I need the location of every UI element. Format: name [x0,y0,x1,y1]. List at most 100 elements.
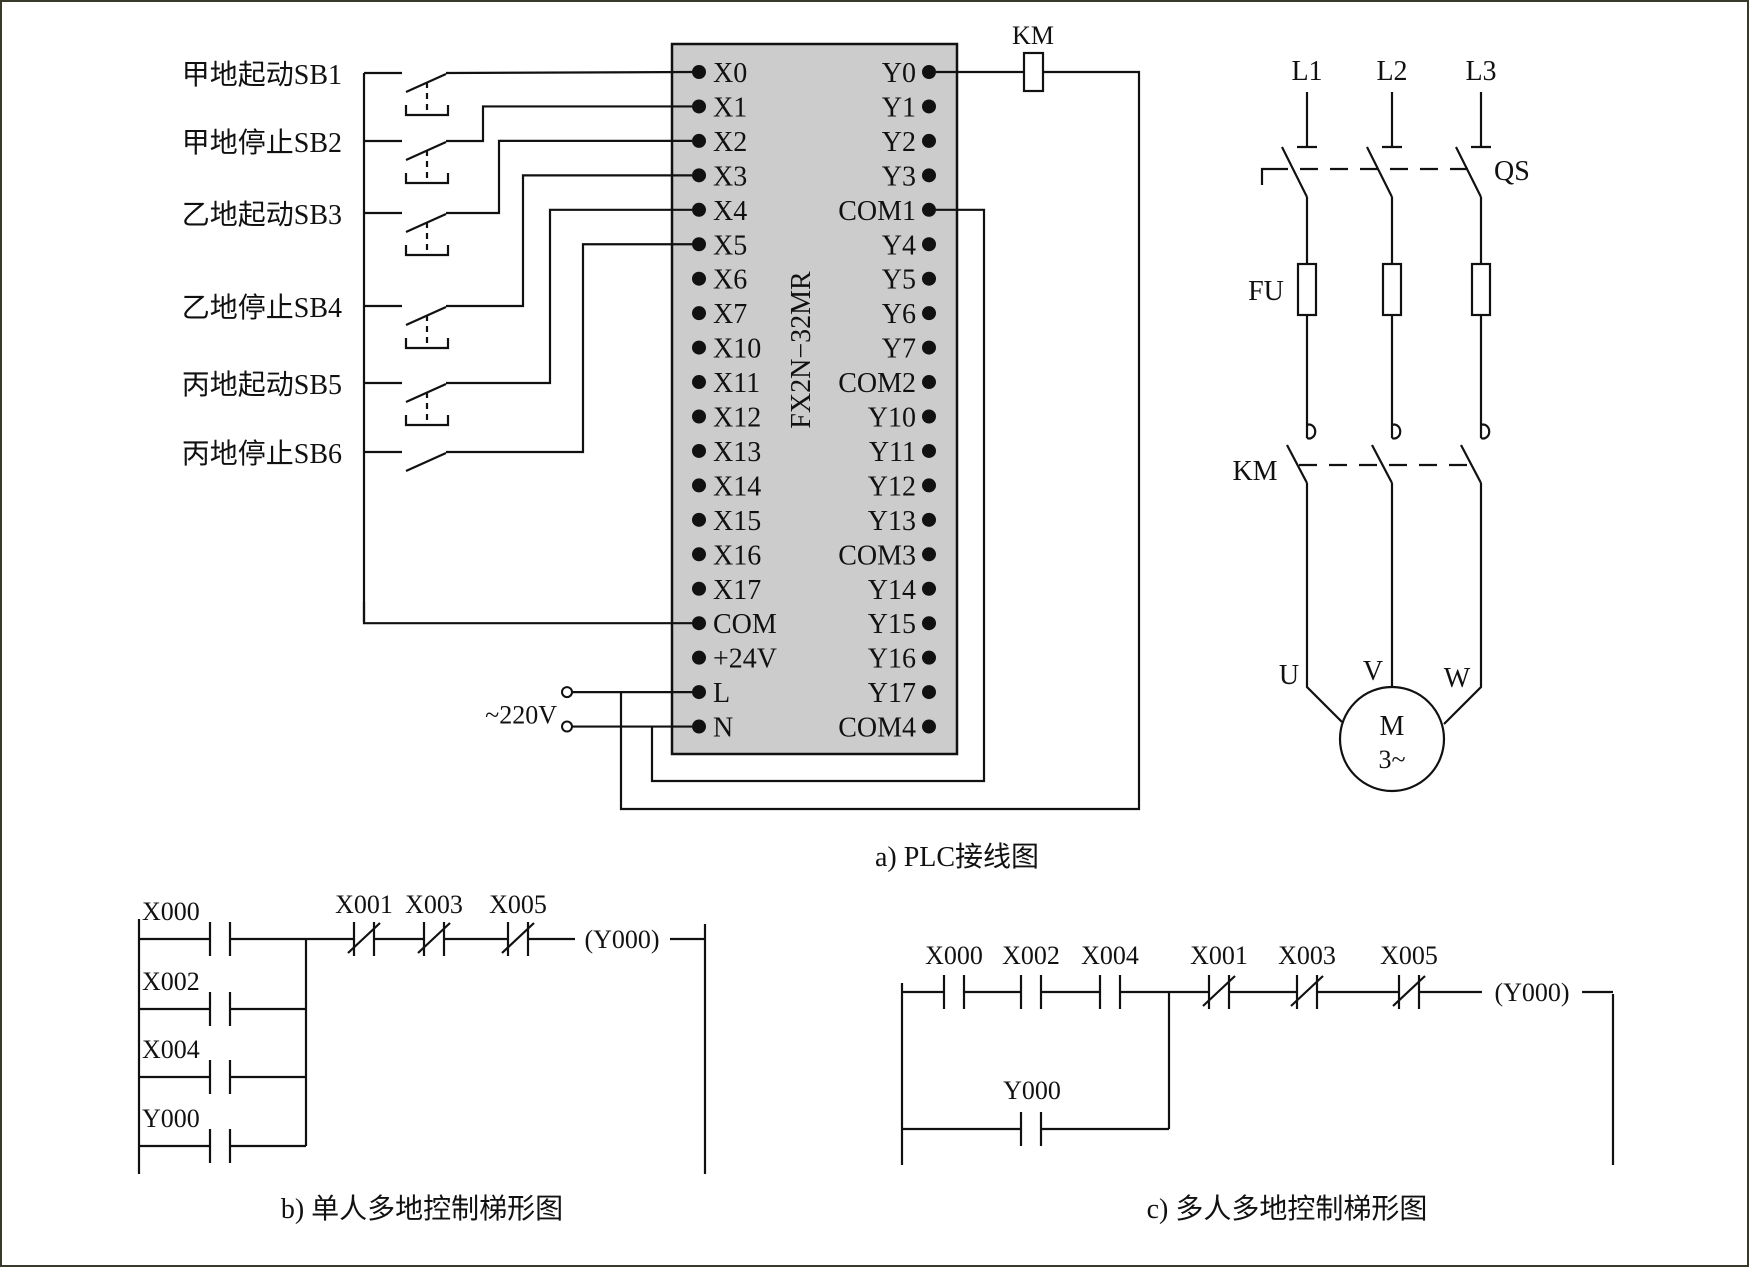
switch-label: 丙地起动SB5 [182,369,342,401]
terminal-v-label: V [1363,656,1383,687]
output-terminal-label: Y11 [869,437,916,468]
input-terminal-dot [692,237,706,252]
output-terminal-dot [922,409,936,424]
input-terminal-dot [692,685,706,700]
input-terminal-label: L [713,678,730,709]
wire-sb6-x5 [446,243,692,454]
terminal-u-label: U [1279,660,1299,691]
fuse-icon [1381,262,1403,317]
qs-blade-icon [1455,146,1482,198]
pushbutton-head-icon [404,338,450,350]
input-terminal-dot [692,133,706,148]
contact-label: X004 [1081,941,1139,970]
caption-c: c) 多人多地控制梯形图 [1147,1193,1428,1225]
input-terminal-label: X4 [713,196,747,227]
input-terminal-label: X11 [713,368,760,399]
output-terminal-label: Y12 [868,471,916,502]
output-terminal-dot [922,133,936,148]
wire-sb4-x3 [446,174,692,308]
wire-sb2-x1 [446,105,692,143]
wire-com [362,602,692,625]
input-terminal-label: X1 [713,92,747,123]
input-terminal-label: N [713,713,733,744]
pushbutton-head-icon [404,105,450,117]
caption-a: a) PLC接线图 [875,841,1039,873]
contact-label: X000 [142,897,200,926]
caption-b: b) 单人多地控制梯形图 [281,1193,563,1225]
input-terminal-label: X5 [713,230,747,261]
input-terminal-dot [692,547,706,562]
km-fixed-contact-icon [1480,423,1491,440]
output-coil-icon: (Y000) [1494,978,1569,1007]
input-terminal-label: X12 [713,403,761,434]
input-terminal-label: COM [713,609,777,640]
output-terminal-label: Y1 [882,92,916,123]
input-terminal-label: X14 [713,471,761,502]
output-terminal-label: Y15 [868,609,916,640]
fu-label: FU [1248,276,1284,307]
input-terminal-label: X16 [713,540,761,571]
input-terminal-dot [692,168,706,183]
input-terminal-dot [692,375,706,390]
output-terminal-label: COM1 [838,196,916,227]
output-terminal-label: Y7 [882,334,916,365]
captions: a) PLC接线图 b) 单人多地控制梯形图 c) 多人多地控制梯形图 [281,841,1428,1225]
output-terminal-dot [922,375,936,390]
km-fixed-contact-icon [1391,423,1402,440]
input-terminal-label: X0 [713,58,747,89]
switch-label: 丙地停止SB6 [182,438,342,470]
output-terminal-dot [922,237,936,252]
input-terminal-label: X10 [713,334,761,365]
output-terminal-label: Y17 [868,678,916,709]
input-terminal-dot [692,719,706,734]
input-terminal-label: X6 [713,265,747,296]
input-terminal-dot [692,478,706,493]
input-terminal-dot [692,340,706,355]
output-terminal-dot [922,650,936,665]
motor-phase-label: 3~ [1378,745,1405,774]
phase-label: L2 [1376,56,1407,87]
input-terminal-label: +24V [713,644,777,675]
switch-label: 乙地起动SB3 [182,199,342,231]
km-main-contact-icon [1371,444,1393,484]
qs-blade-icon [1366,146,1393,198]
input-terminal-dot [692,409,706,424]
output-terminal-dot [922,616,936,631]
wire-com1-return [650,208,986,783]
output-terminal-dot [922,719,936,734]
input-terminal-label: X13 [713,437,761,468]
input-terminal-dot [692,650,706,665]
wire-sb1-x0 [445,70,693,75]
output-terminal-dot [922,512,936,527]
output-terminal-label: COM3 [838,540,916,571]
output-coil-icon: (Y000) [584,925,659,954]
contact-label: X004 [142,1035,200,1064]
output-terminal-label: Y5 [882,265,916,296]
km-main-contact-icon [1286,444,1308,484]
phase-label: L3 [1465,56,1496,87]
plc-body [670,42,959,756]
km-main-contact-icon [1460,444,1482,484]
input-terminal-label: X7 [713,299,747,330]
output-terminal-label: Y10 [868,403,916,434]
input-terminal-dot [692,306,706,321]
input-terminal-label: X17 [713,575,761,606]
output-terminal-label: Y6 [882,299,916,330]
output-terminal-dot [922,65,936,79]
output-terminal-label: Y14 [868,575,916,606]
input-terminal-dot [692,581,706,596]
input-terminal-dot [692,512,706,527]
output-terminal-dot [922,99,936,114]
nc-contact-icon-slash-icon [1392,975,1426,1007]
switch-label: 乙地停止SB4 [182,292,342,324]
contact-label: X001 [335,890,393,919]
wire-sb3-x2 [446,139,692,215]
km-coil-label: KM [1012,21,1054,50]
output-terminal-dot [922,271,936,286]
input-terminal-dot [692,616,706,631]
contact-label: X003 [1278,941,1336,970]
